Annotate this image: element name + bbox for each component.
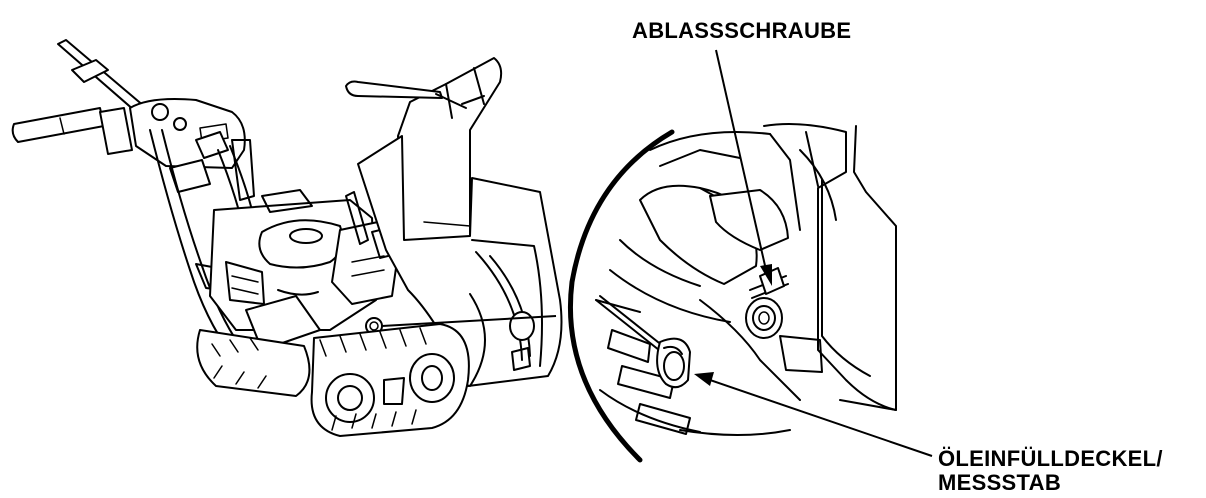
detail-leader-line [381,315,557,327]
detail-engine-casting [595,131,801,436]
drain-bolt-label: ABLASSSCHRAUBE [632,18,852,43]
snowblower-illustration [11,39,563,437]
oil-filler-leader [694,372,933,457]
auger-housing [357,135,563,387]
oil-filler-label-line2: MESSSTAB [938,470,1062,495]
oil-filler-label: ÖLEINFÜLLDECKEL/ MESSSTAB [938,447,1163,495]
snow-chute [345,57,503,247]
engine [209,189,383,351]
drain-bolt [745,267,789,339]
oil-filler-dipstick [595,295,691,389]
control-panel [129,98,246,193]
oil-filler-label-line1: ÖLEINFÜLLDECKEL/ [938,446,1163,471]
drain-bolt-leader [715,49,772,286]
detail-arc [567,129,675,463]
detail-auger-housing [763,123,897,411]
detail-view [567,49,933,463]
track-assembly [196,323,470,437]
upper-handle [11,39,159,155]
